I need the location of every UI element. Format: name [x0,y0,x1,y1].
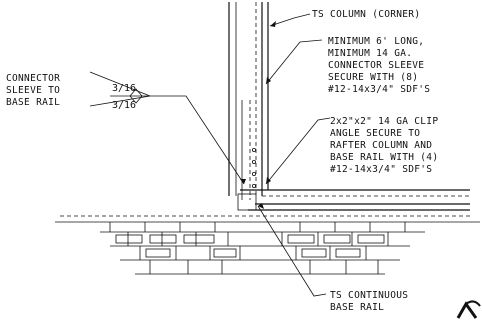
corner-arrow-icon [456,300,481,319]
sleeve-note: MINIMUM 6' LONG, MINIMUM 14 GA. CONNECTO… [328,36,430,95]
leader-lines [89,13,331,297]
clip-angle-line-3: RAFTER COLUMN AND [330,140,432,151]
weld-size-bottom: 3/16 [112,100,136,111]
ts-column [228,2,269,196]
connector-line-3: BASE RAIL [6,97,60,108]
footing-hatch [55,215,480,275]
clip-angle-line-5: #12-14x3/4" SDF'S [330,164,432,175]
leader-arrowheads [240,21,276,209]
sleeve-note-line-2: MINIMUM 14 GA. [328,48,412,59]
connector-line-2: SLEEVE TO [6,85,60,96]
weld-symbol [110,88,150,104]
connector-note: CONNECTOR SLEEVE TO BASE RAIL [6,73,60,108]
clip-angle-note: 2x2"x2" 14 GA CLIP ANGLE SECURE TO RAFTE… [330,116,438,175]
sleeve-note-line-4: SECURE WITH (8) [328,72,418,83]
clip-angle-line-2: ANGLE SECURE TO [330,128,420,139]
sleeve-note-line-5: #12-14x3/4" SDF'S [328,84,430,95]
connector-line-1: CONNECTOR [6,73,60,84]
base-rail [240,189,470,211]
clip-angle-line-1: 2x2"x2" 14 GA CLIP [330,116,438,127]
weld-size-top: 3/16 [112,83,136,94]
base-rail-note: TS CONTINUOUS BASE RAIL [330,290,408,313]
base-rail-line-2: BASE RAIL [330,302,384,313]
connector-sleeve [237,100,257,211]
sleeve-note-line-1: MINIMUM 6' LONG, [328,36,424,47]
clip-angle-line-4: BASE RAIL WITH (4) [330,152,438,163]
base-rail-line-1: TS CONTINUOUS [330,290,408,301]
sleeve-note-line-3: CONNECTOR SLEEVE [328,60,424,71]
ts-column-label: TS COLUMN (CORNER) [312,9,420,20]
